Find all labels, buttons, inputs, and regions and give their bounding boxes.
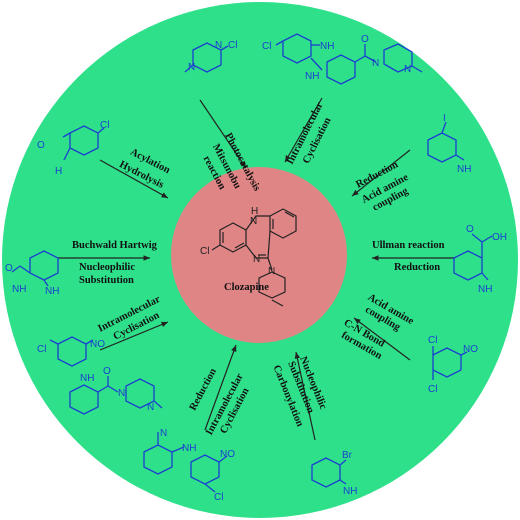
center-n3-label: N	[268, 266, 275, 277]
reaction-arrow	[295, 351, 316, 441]
structure-chloropiperazine: N Cl N	[184, 40, 237, 73]
svg-text:H: H	[55, 166, 62, 177]
svg-text:NH: NH	[45, 286, 59, 297]
center-title: Clozapine	[224, 282, 269, 293]
structure-anthranilic-acid: O OH NH	[453, 224, 507, 295]
svg-text:NO: NO	[90, 339, 105, 350]
arrow-head	[352, 189, 359, 196]
arrow-head	[372, 255, 379, 261]
structure-nitrochloroaniline: Cl O H	[37, 120, 109, 177]
arrow-head	[143, 255, 150, 261]
reaction-arrow	[353, 317, 411, 361]
svg-text:O: O	[466, 224, 474, 235]
svg-text:Cl: Cl	[262, 41, 271, 52]
svg-text:Cl: Cl	[228, 40, 237, 51]
structure-bromoaniline: Br NH	[311, 450, 357, 497]
route-buchwald: Buchwald Hartwig Nucleophilic Substituti…	[72, 240, 158, 286]
arrow-head	[231, 345, 237, 352]
svg-text:Cl: Cl	[100, 120, 109, 131]
structure-dichloronitrobenzene: Cl NO Cl	[428, 335, 478, 395]
svg-text:Ullman reaction: Ullman reaction	[372, 240, 445, 251]
structure-anthranilamide: O NH NH	[5, 250, 59, 297]
arrow-head	[354, 318, 361, 325]
svg-text:Cl: Cl	[37, 344, 46, 355]
structure-iodoaniline: I NH	[427, 113, 471, 175]
svg-text:NO: NO	[220, 449, 235, 460]
svg-text:NO: NO	[463, 344, 478, 355]
reaction-arrow	[99, 159, 169, 199]
svg-text:N: N	[215, 40, 222, 51]
svg-text:O: O	[103, 366, 111, 377]
structure-nitro-amide: Cl NO NH O N N	[37, 336, 163, 415]
svg-text:Substitution: Substitution	[79, 275, 134, 286]
reaction-arrow	[284, 97, 323, 163]
svg-text:O: O	[361, 34, 369, 45]
center-h-label: H	[251, 206, 258, 217]
reaction-arrow	[99, 321, 169, 351]
svg-text:O: O	[5, 263, 13, 274]
svg-text:Reduction: Reduction	[394, 262, 440, 273]
svg-text:OH: OH	[492, 232, 507, 243]
svg-text:N: N	[160, 428, 167, 439]
clozapine-structure: H N N N Cl	[200, 206, 297, 307]
svg-text:N: N	[147, 402, 154, 413]
svg-text:I: I	[443, 113, 446, 124]
svg-text:NH: NH	[320, 41, 334, 52]
svg-text:NH: NH	[478, 284, 492, 295]
center-n1-label: N	[250, 216, 257, 227]
svg-text:Cl: Cl	[428, 384, 437, 395]
svg-text:Br: Br	[342, 450, 353, 461]
svg-text:N: N	[188, 62, 195, 73]
svg-text:O: O	[37, 140, 45, 151]
svg-text:N: N	[118, 388, 125, 399]
svg-text:Cl: Cl	[428, 335, 437, 346]
svg-text:Nucleophilic: Nucleophilic	[79, 262, 135, 273]
reaction-arrow	[204, 344, 237, 431]
svg-text:N: N	[404, 64, 411, 75]
svg-text:NH: NH	[12, 284, 26, 295]
center-n2-label: N	[253, 254, 260, 265]
reaction-arrow	[199, 99, 247, 169]
svg-text:NH: NH	[80, 373, 94, 384]
structure-nitrile-amine: N NH NO Cl	[143, 428, 235, 503]
arrow-head	[161, 192, 168, 198]
svg-text:NH: NH	[343, 486, 357, 497]
svg-text:NH: NH	[457, 164, 471, 175]
center-cl-label: Cl	[200, 246, 209, 257]
arrows	[58, 97, 455, 441]
reaction-arrow	[351, 149, 411, 197]
svg-text:N: N	[372, 58, 379, 69]
route-ullman: Ullman reaction Reduction	[372, 240, 445, 273]
svg-text:NH: NH	[305, 71, 319, 82]
arrow-head	[161, 321, 168, 327]
arrow-head	[240, 161, 246, 168]
svg-text:Buchwald Hartwig: Buchwald Hartwig	[72, 240, 158, 251]
svg-text:NH: NH	[182, 443, 196, 454]
arrow-head	[294, 352, 301, 359]
svg-text:Cl: Cl	[214, 492, 223, 503]
arrow-head	[285, 155, 291, 162]
structure-amide-precursor: Cl NH NH O N N	[262, 33, 423, 85]
